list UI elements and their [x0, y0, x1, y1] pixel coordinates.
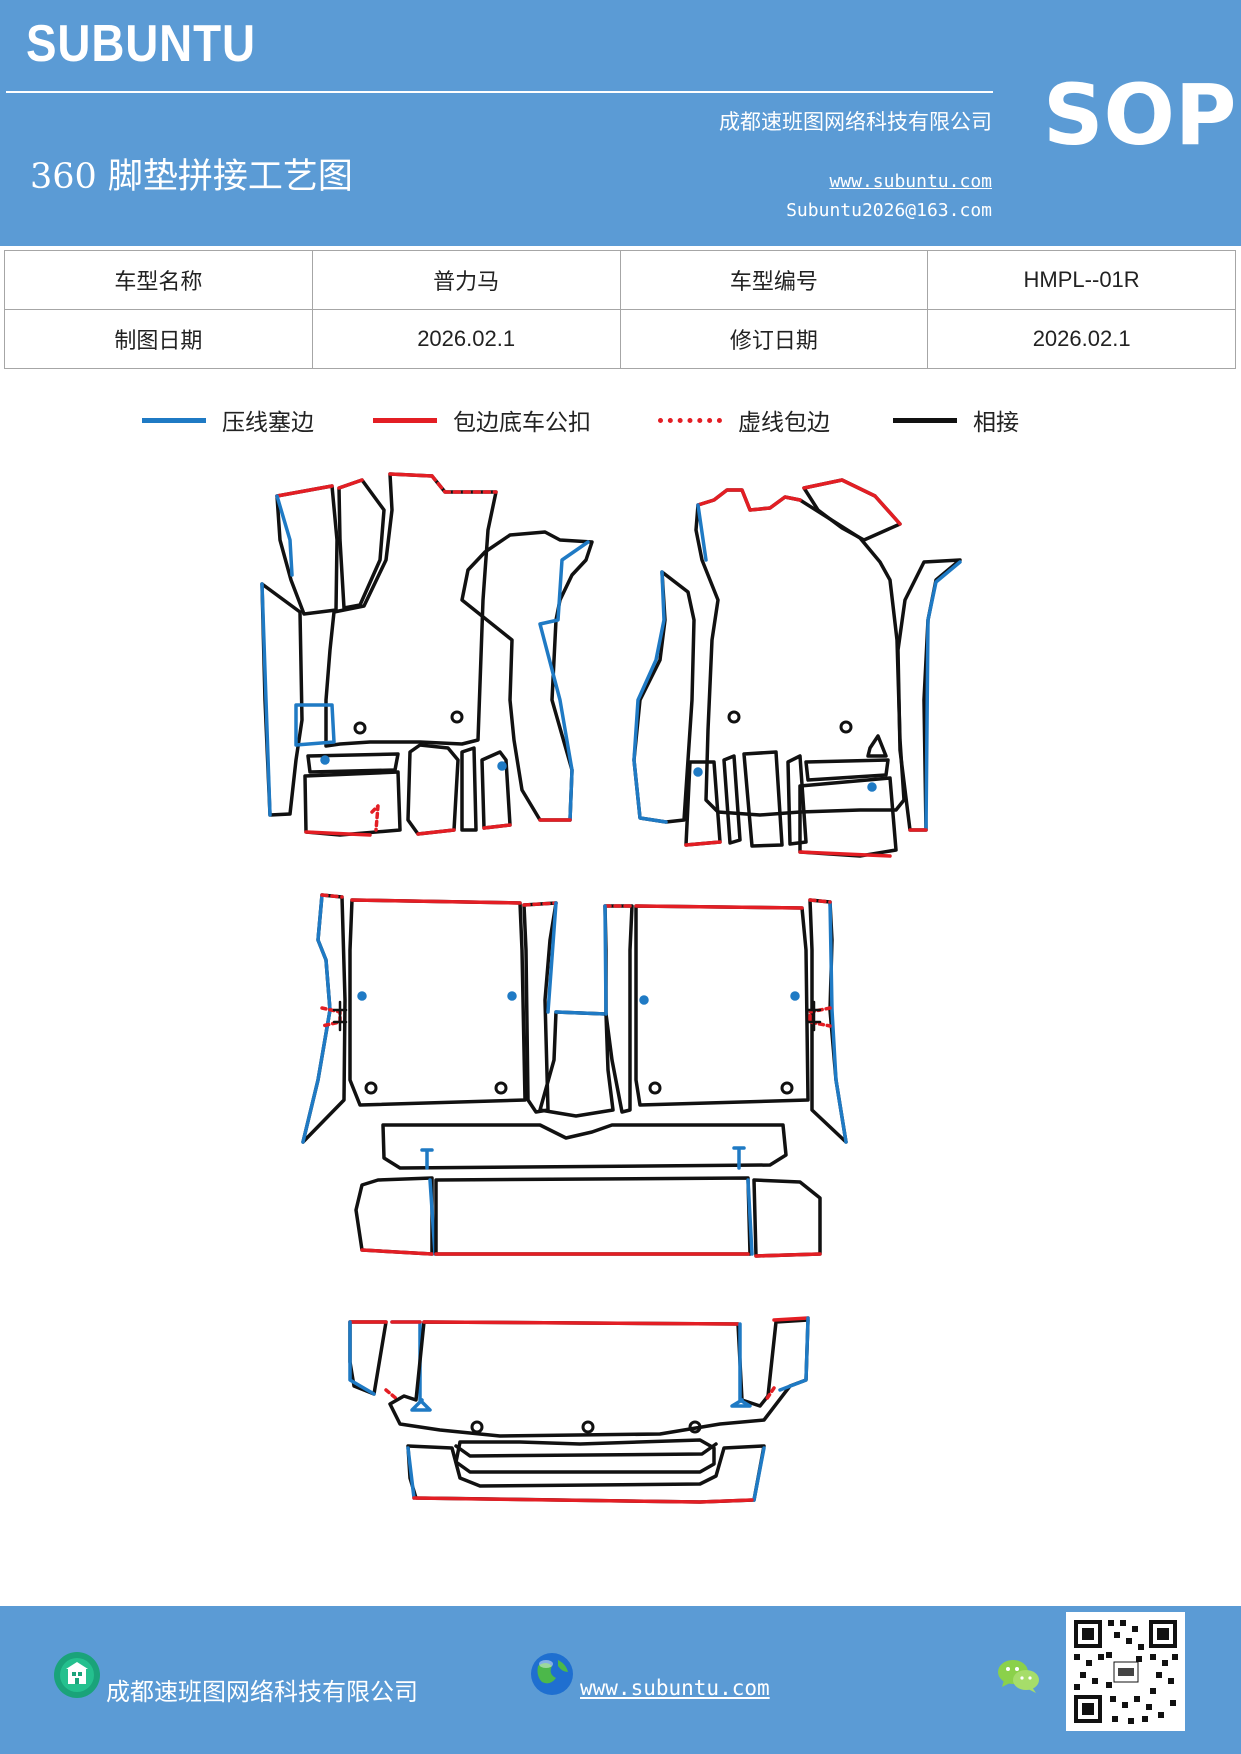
legend-label: 包边底车公扣: [453, 410, 591, 436]
revision-date-value: 2026.02.1: [927, 309, 1236, 369]
contact-email: Subuntu2026@163.com: [786, 200, 992, 221]
brand-logo: SUBUNTU: [26, 15, 256, 73]
company-name: 成都速班图网络科技有限公司: [719, 110, 992, 134]
footer-banner: 成都速班图网络科技有限公司 www.subuntu.com: [0, 1606, 1241, 1754]
globe-icon: [531, 1653, 573, 1695]
legend-swatch: [142, 417, 206, 423]
model-code-label: 车型编号: [619, 250, 929, 310]
table-row: 制图日期 2026.02.1 修订日期 2026.02.1: [4, 309, 1236, 369]
legend-swatch: [893, 417, 957, 423]
legend-swatch: [373, 417, 437, 423]
draw-date-label: 制图日期: [4, 309, 313, 369]
model-name-label: 车型名称: [4, 250, 313, 310]
legend-swatch: [658, 417, 722, 423]
front-left-mats: [260, 472, 594, 837]
legend-label: 压线塞边: [222, 410, 314, 436]
model-name-value: 普力马: [311, 250, 621, 310]
footer-company-name: 成都速班图网络科技有限公司: [106, 1678, 418, 1706]
third-row-mats: [348, 1316, 810, 1504]
front-right-mats: [632, 478, 962, 858]
model-code-value: HMPL--01R: [927, 250, 1236, 310]
website-link[interactable]: www.subuntu.com: [829, 171, 992, 192]
draw-date-value: 2026.02.1: [311, 309, 621, 369]
document-title: 360 脚垫拼接工艺图: [30, 157, 353, 197]
sop-badge: SOP: [1043, 66, 1237, 164]
building-icon: [54, 1652, 100, 1698]
legend-item-press-line: 压线塞边: [142, 400, 314, 440]
legend-label: 虚线包边: [738, 410, 830, 436]
vehicle-info-table: 车型名称 普力马 车型编号 HMPL--01R 制图日期 2026.02.1 修…: [4, 250, 1236, 369]
revision-date-label: 修订日期: [619, 309, 929, 369]
qr-code-pattern: [1074, 1620, 1178, 1724]
legend-label: 相接: [973, 410, 1019, 436]
legend-item-dashed-wrap: 虚线包边: [658, 400, 830, 440]
table-row: 车型名称 普力马 车型编号 HMPL--01R: [4, 250, 1236, 310]
header-banner: SUBUNTU 成都速班图网络科技有限公司 360 脚垫拼接工艺图 www.su…: [0, 0, 1241, 246]
legend-item-joint: 相接: [893, 400, 1019, 440]
wechat-icon: [998, 1660, 1039, 1693]
header-divider: [6, 91, 993, 93]
qr-code: [1066, 1612, 1185, 1731]
second-row-mats: [301, 893, 848, 1258]
footer-website-link[interactable]: www.subuntu.com: [580, 1676, 770, 1700]
legend-item-edge-wrap: 包边底车公扣: [373, 400, 591, 440]
